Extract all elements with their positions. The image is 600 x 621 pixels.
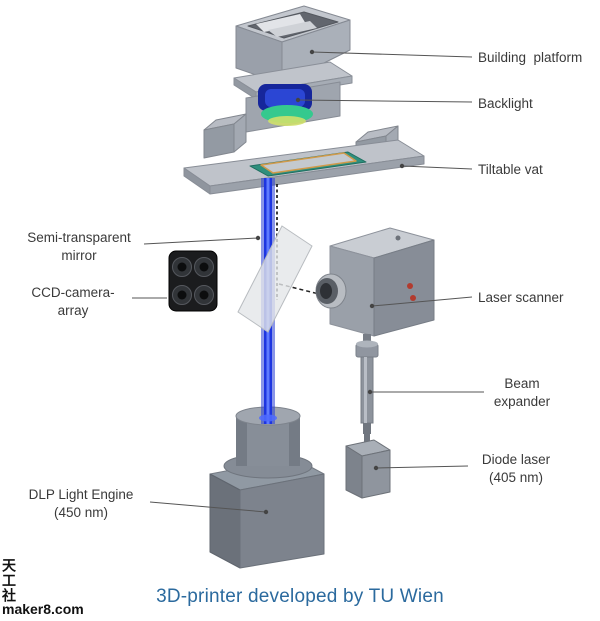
tiltable-vat-part	[183, 113, 425, 195]
leader-lines	[132, 49, 484, 515]
laser-scanner-label: Laser scanner	[478, 290, 564, 305]
semi-transparent-mirror-part	[237, 225, 313, 333]
diode-laser-part	[345, 432, 391, 499]
backlight-part	[233, 61, 353, 133]
beam-expander-label: Beam expander	[493, 376, 551, 409]
beam-expander-part	[355, 334, 379, 434]
ccd-camera-array-label: CCD-camera- array	[31, 285, 115, 318]
laser-scanner-part	[315, 227, 435, 337]
dlp-light-engine-part	[209, 406, 325, 569]
semi-transparent-mirror-label: Semi-transparent mirror	[27, 230, 131, 263]
building-platform-label: Building platform	[478, 50, 583, 65]
backlight-label: Backlight	[478, 96, 533, 111]
watermark-site: maker8.com	[2, 601, 84, 617]
ccd-camera-array-part	[168, 250, 218, 312]
caption: 3D-printer developed by TU Wien	[156, 586, 444, 607]
dlp-light-engine-label: DLP Light Engine (450 nm)	[28, 487, 134, 520]
diode-laser-label: Diode laser (405 nm)	[481, 452, 551, 485]
watermark-vertical-text: 天工社	[1, 558, 17, 603]
tiltable-vat-label: Tiltable vat	[478, 162, 543, 177]
